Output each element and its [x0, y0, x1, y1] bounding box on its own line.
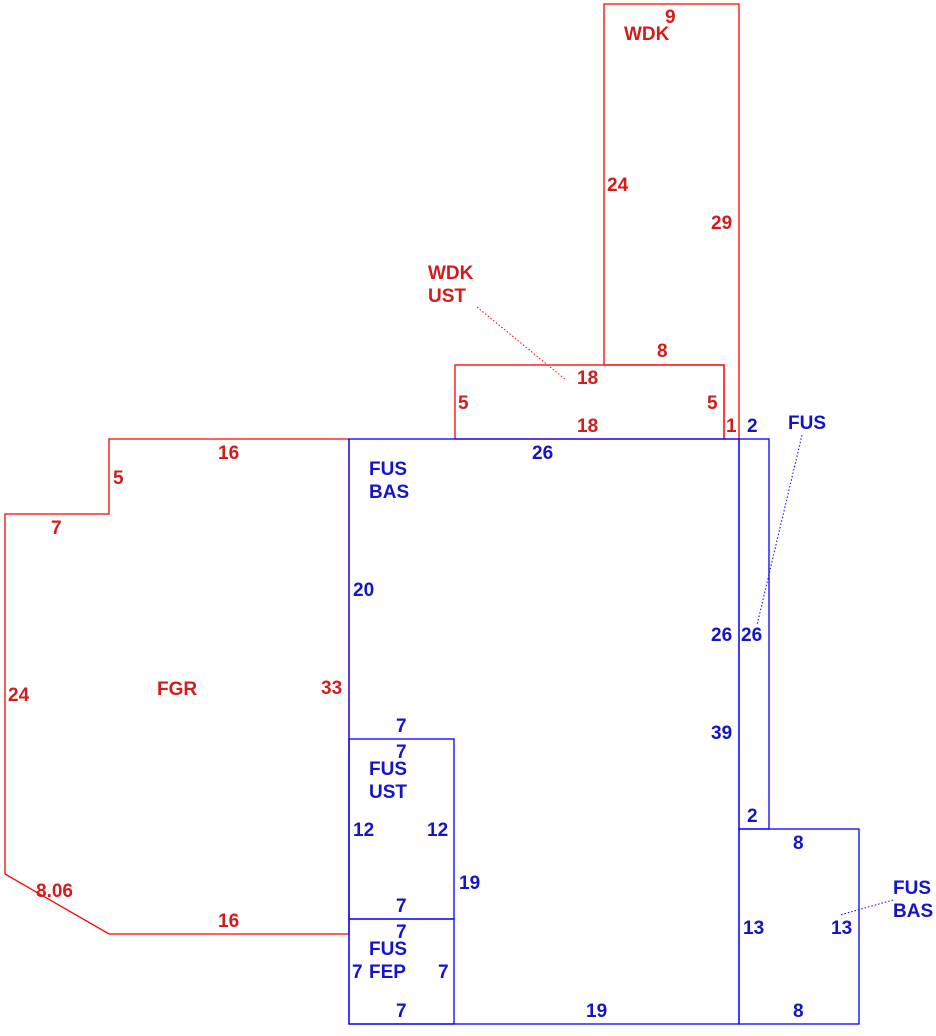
area-label-fus-right: FUS — [788, 413, 826, 434]
dim-bas-right: 26 — [711, 625, 732, 646]
dim-fgr-left: 24 — [8, 685, 30, 706]
dim-ust-right: 5 — [707, 393, 718, 414]
area-label-fgr: FGR — [157, 679, 197, 700]
dim-ust-top: 18 — [577, 368, 598, 389]
dim-fust-outer: 19 — [459, 873, 480, 894]
area-label-fus-fep-line1: FUS — [369, 939, 407, 960]
dim-ust-one: 1 — [726, 416, 737, 437]
dim-ust-bottom: 18 — [577, 416, 598, 437]
area-label-wdk: WDK — [624, 24, 670, 45]
dim-basr-top: 8 — [793, 833, 804, 854]
fus-bas-right-leader — [839, 899, 894, 916]
area-label-fus-bas-right-line1: FUS — [893, 878, 931, 899]
area-label-fus-bas-line1: FUS — [369, 459, 407, 480]
dim-wdk-left: 24 — [607, 175, 629, 196]
dim-fust-bottom-out: 7 — [396, 896, 407, 917]
area-label-wdk-ust-line1: WDK — [428, 263, 474, 284]
fus-bas-main-outline — [348, 438, 740, 1025]
dim-bas-bottom: 19 — [586, 1001, 607, 1022]
dim-fgr-bottom: 16 — [218, 911, 239, 932]
dim-ust-left: 5 — [458, 393, 469, 414]
dim-fust-top-in: 7 — [396, 742, 407, 763]
dim-fep-left: 7 — [352, 962, 363, 983]
dim-basr-bottom: 8 — [793, 1001, 804, 1022]
dim-fgr-diag: 8.06 — [36, 881, 73, 902]
area-label-wdk-ust-line2: UST — [428, 286, 466, 307]
area-label-fus-bas-right-line2: BAS — [893, 901, 933, 922]
dim-basr-right: 13 — [831, 918, 852, 939]
dim-fgr-top: 16 — [218, 443, 239, 464]
dim-fep-right: 7 — [438, 962, 449, 983]
dim-bas-left: 20 — [353, 580, 374, 601]
dim-fus-bottom: 2 — [747, 806, 758, 827]
dim-fgr-step: 5 — [113, 468, 124, 489]
dim-fep-bottom: 7 — [396, 1001, 407, 1022]
fus-right-leader — [756, 434, 803, 626]
dim-wdk-right: 29 — [711, 213, 732, 234]
dim-basr-left: 13 — [743, 918, 764, 939]
area-label-fus-ust-line1: FUS — [369, 759, 407, 780]
dim-fust-left: 12 — [353, 820, 374, 841]
area-label-fus-bas-line2: BAS — [369, 482, 409, 503]
dim-fus-side: 26 — [741, 625, 762, 646]
dim-fust-right: 12 — [427, 820, 448, 841]
area-label-fus-fep-line2: FEP — [369, 962, 406, 983]
dim-wdk-top: 9 — [665, 7, 676, 28]
dim-wdk-bottom: 8 — [657, 341, 668, 362]
dim-fust-bottom-in: 7 — [396, 922, 407, 943]
dim-fgr-right: 33 — [321, 678, 342, 699]
dim-fust-top-out: 7 — [396, 716, 407, 737]
fus-bas-right-outline — [738, 828, 860, 1025]
dim-bas-top: 26 — [532, 443, 553, 464]
dim-fus-top: 2 — [747, 416, 758, 437]
fus-fep-outline — [348, 918, 455, 1025]
dim-fgr-step-h: 7 — [51, 518, 62, 539]
area-label-fus-ust-line2: UST — [369, 782, 407, 803]
wdk-ust-leader — [476, 306, 567, 381]
dim-bas-right2: 39 — [711, 723, 732, 744]
